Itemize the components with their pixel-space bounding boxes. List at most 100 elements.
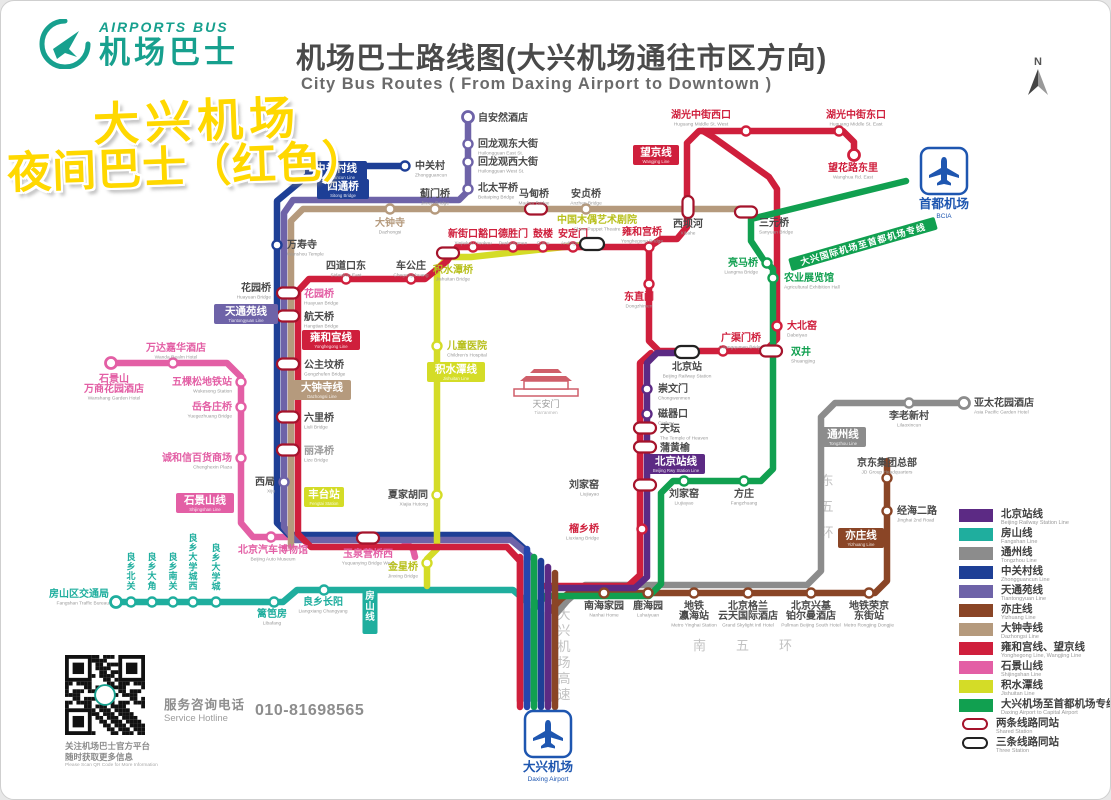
qr-module — [137, 689, 142, 694]
qr-module — [137, 719, 142, 724]
station-label: 良乡长阳 — [303, 595, 343, 608]
station-marker — [268, 596, 280, 608]
tiananmen-wall — [523, 380, 569, 390]
qr-module — [118, 681, 123, 686]
qr-module — [99, 658, 104, 663]
qr-module — [106, 681, 111, 686]
page-title: 机场巴士路线图(大兴机场通往市区方向) — [296, 43, 828, 75]
qr-module — [110, 712, 115, 716]
station-label-en: Zhongguancun — [415, 173, 447, 179]
station-marker — [235, 376, 247, 388]
station-label: 关 — [126, 580, 135, 591]
station-label-en: Children's Hospital — [447, 353, 487, 359]
station-marker — [643, 278, 655, 290]
airport-label-en: Daxing Airport — [528, 776, 569, 783]
qr-module — [106, 674, 111, 678]
station-label: 玉泉营桥西 — [343, 547, 393, 560]
station-label-en: Beijing Auto Museum — [250, 557, 295, 563]
qr-module — [110, 681, 115, 686]
line-badge-label: 北京站线 — [655, 455, 697, 468]
line-badge-label-en: Dazhongsi Line — [307, 394, 337, 399]
station-label: 篱笆房 — [256, 607, 287, 620]
qr-module — [106, 712, 111, 716]
airport-label-en: BCIA — [936, 213, 952, 220]
legend-swatch — [959, 699, 993, 712]
qr-module — [114, 662, 119, 667]
station-shared-marker — [435, 246, 461, 260]
station-marker — [235, 452, 247, 464]
qr-module — [99, 708, 104, 713]
qr-module — [122, 700, 126, 705]
qr-module — [137, 700, 142, 705]
station-marker — [642, 587, 654, 599]
road-label: 兴 — [557, 623, 570, 638]
station-marker — [431, 489, 443, 501]
qr-module — [129, 712, 134, 716]
qr-module — [129, 723, 134, 728]
qr-module — [87, 700, 92, 705]
station-marker — [467, 241, 479, 253]
qr-module — [95, 715, 100, 720]
qr-module — [122, 727, 126, 732]
legend-label-cn: 亦庄线 — [1001, 603, 1033, 615]
line-badge-box — [293, 380, 351, 400]
page-subtitle: City Bus Routes ( From Daxing Airport to… — [301, 75, 773, 93]
qr-module — [129, 715, 134, 720]
line-badge: 房山线 — [362, 588, 378, 634]
line-badge-label: 大兴国际机场至首都机场专线 — [799, 221, 927, 267]
qr-module — [91, 696, 96, 701]
station-label-en: Metro Rongjing Dongjie — [844, 623, 894, 629]
qr-module — [103, 670, 107, 675]
qr-module — [125, 708, 130, 713]
station-marker — [340, 273, 352, 285]
station-marker — [210, 596, 222, 608]
route-line-yonghegong-w — [294, 243, 653, 705]
legend-label-en: Yizhuang Line — [1001, 615, 1036, 621]
qr-module — [129, 689, 134, 694]
station-label: 积水潭桥 — [433, 263, 474, 276]
station-shared-marker — [733, 205, 759, 219]
hotline-label-en: Service Hotline — [164, 713, 228, 724]
qr-module — [91, 708, 96, 713]
qr-module — [118, 689, 123, 694]
line-badge-label: 亦庄线 — [845, 529, 877, 542]
line-badge-label: 四通桥 — [327, 180, 359, 193]
station-label-en: Jinxing Bridge — [388, 574, 418, 580]
line-badge-box — [362, 588, 378, 634]
qr-module — [99, 674, 104, 678]
station-marker — [903, 397, 915, 409]
qr-module — [118, 708, 123, 713]
airport-label: 大兴机场 — [523, 759, 573, 774]
station-label: 石景山 — [98, 372, 129, 385]
qr-module — [103, 712, 107, 716]
station-label: 大 — [147, 570, 156, 581]
qr-module — [99, 719, 104, 724]
line-badge-label-en: Shijingshan Line — [189, 507, 221, 512]
legend-label-cn: 北京站线 — [1001, 508, 1043, 520]
qr-module — [141, 696, 145, 701]
qr-module — [95, 712, 100, 716]
north-arrow-left — [1028, 69, 1038, 95]
qr-module — [84, 704, 88, 709]
legend-label-en: Shijingshan Line — [1001, 672, 1042, 678]
station-marker — [167, 596, 179, 608]
